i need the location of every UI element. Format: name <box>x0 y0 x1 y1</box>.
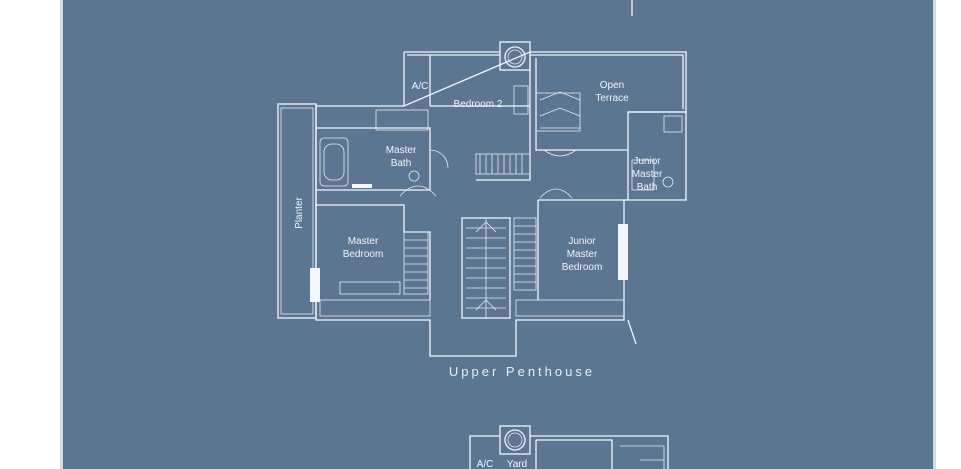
duct-circle-bottom <box>504 429 526 451</box>
room-label-master-bath-line2: Bath <box>391 158 412 169</box>
room-label-junior-bedroom-line2: Master <box>567 249 598 260</box>
master-wc <box>408 170 420 182</box>
bay-window-right <box>515 299 625 317</box>
lower-plan-partial <box>469 425 669 469</box>
bedroom2-wardrobe <box>513 85 529 115</box>
junior-shower <box>631 159 655 191</box>
room-label-open-terrace-line1: Open <box>600 80 624 91</box>
master-wardrobe-hatch <box>404 239 428 289</box>
master-vanity <box>375 109 429 131</box>
room-label-planter: Planter <box>294 196 305 228</box>
junior-bedroom-walls <box>537 199 628 300</box>
sheet-edge-right <box>933 0 936 469</box>
duct-circle-bottom-inner <box>507 432 523 448</box>
bedroom2-bed-wardrobe <box>475 153 531 175</box>
lower-plan-outer-wall <box>469 435 669 469</box>
master-bed-foot <box>339 281 401 295</box>
bedroom2-walls <box>430 58 531 181</box>
duct-box-top <box>499 41 531 71</box>
room-label-ac-bottom: A/C <box>477 459 494 469</box>
junior-wardrobe-hatch <box>514 225 536 283</box>
room-label-junior-bedroom-line1: Junior <box>568 236 596 247</box>
lower-plan-inner-wall <box>535 439 613 469</box>
master-bath-walls <box>316 127 431 191</box>
terrace-door-swing <box>543 149 577 157</box>
master-window <box>310 268 320 302</box>
master-bedroom-door-swing <box>399 185 437 197</box>
junior-bedroom-door-swing <box>539 188 573 199</box>
bay-window-left <box>319 299 431 317</box>
external-ledge <box>627 319 637 345</box>
room-label-junior-bath-line2: Master <box>632 169 663 180</box>
room-label-master-bath-line1: Master <box>386 145 417 156</box>
stair-arrows <box>475 221 497 311</box>
room-label-bedroom-2: Bedroom 2 <box>454 99 503 110</box>
room-label-master-bedroom-line2: Bedroom <box>343 249 384 260</box>
junior-wardrobe <box>513 217 537 291</box>
planter-inner <box>280 107 314 315</box>
upper-penthouse-plan <box>277 41 687 357</box>
room-label-open-terrace-line2: Terrace <box>595 93 629 104</box>
bathtub-inner <box>323 143 345 181</box>
junior-wc <box>662 176 674 188</box>
junior-window <box>618 224 628 280</box>
outer-wall-inner-line <box>407 54 684 109</box>
room-label-master-bedroom-line1: Master <box>348 236 379 247</box>
lower-plan-detail <box>620 445 665 469</box>
terrace-walls <box>535 58 628 151</box>
duct-circle-top <box>504 46 526 68</box>
duct-circle-top-inner <box>507 49 523 65</box>
bedroom2-wardrobe-hatch <box>479 154 523 174</box>
junior-vanity <box>663 115 683 133</box>
junior-bath-walls <box>628 111 687 201</box>
planter-box <box>277 103 317 319</box>
sheet-edge-left <box>60 0 63 469</box>
blueprint-background <box>62 0 934 469</box>
bathtub <box>319 137 349 187</box>
master-bath-door-swing <box>429 149 449 169</box>
plan-caption: Upper Penthouse <box>449 364 595 379</box>
master-bath-threshold <box>352 184 372 188</box>
master-wardrobe <box>403 231 429 295</box>
terrace-stair-marks <box>539 91 581 129</box>
room-label-ac-top: A/C <box>412 81 429 92</box>
room-label-junior-bedroom-line3: Bedroom <box>562 262 603 273</box>
room-label-yard: Yard <box>507 459 527 469</box>
duct-box-bottom <box>499 425 531 455</box>
room-label-junior-bath-line3: Bath <box>637 182 658 193</box>
room-label-junior-bath-line1: Junior <box>633 156 661 167</box>
